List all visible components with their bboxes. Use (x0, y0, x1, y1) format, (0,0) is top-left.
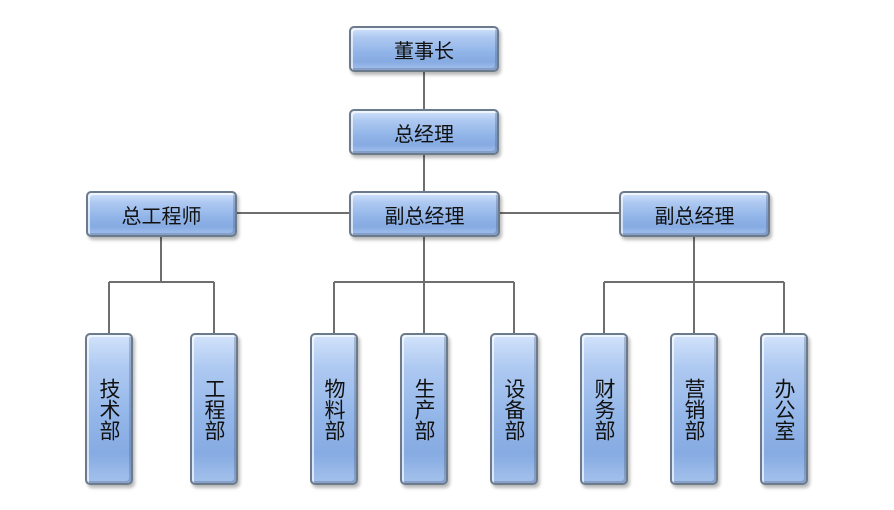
general-manager-box: 总经理 (349, 109, 499, 155)
dept-marketing-label: 营销部 (682, 377, 706, 441)
dept-office-label: 办公室 (772, 377, 796, 441)
general-manager-label: 总经理 (394, 121, 454, 146)
dept-production-box: 生产部 (400, 333, 448, 485)
dept-office-box: 办公室 (760, 333, 808, 485)
chief-engineer-box: 总工程师 (86, 191, 237, 237)
dept-technology-label: 技术部 (97, 377, 121, 441)
deputy-gm-right-label: 副总经理 (654, 203, 735, 228)
chairman-label: 董事长 (394, 38, 454, 63)
dept-engineering-label: 工程部 (202, 377, 226, 441)
deputy-gm-center-box: 副总经理 (349, 191, 500, 237)
dept-engineering-box: 工程部 (190, 333, 238, 485)
deputy-gm-center-label: 副总经理 (384, 203, 465, 228)
dept-materials-label: 物料部 (322, 377, 346, 441)
dept-finance-box: 财务部 (580, 333, 628, 485)
dept-production-label: 生产部 (412, 377, 436, 441)
dept-finance-label: 财务部 (592, 377, 616, 441)
deputy-gm-right-box: 副总经理 (619, 191, 770, 237)
dept-equipment-label: 设备部 (502, 377, 526, 441)
dept-technology-box: 技术部 (85, 333, 133, 485)
chief-engineer-label: 总工程师 (121, 203, 202, 228)
chairman-box: 董事长 (349, 26, 499, 72)
dept-materials-box: 物料部 (310, 333, 358, 485)
dept-marketing-box: 营销部 (670, 333, 718, 485)
dept-equipment-box: 设备部 (490, 333, 538, 485)
